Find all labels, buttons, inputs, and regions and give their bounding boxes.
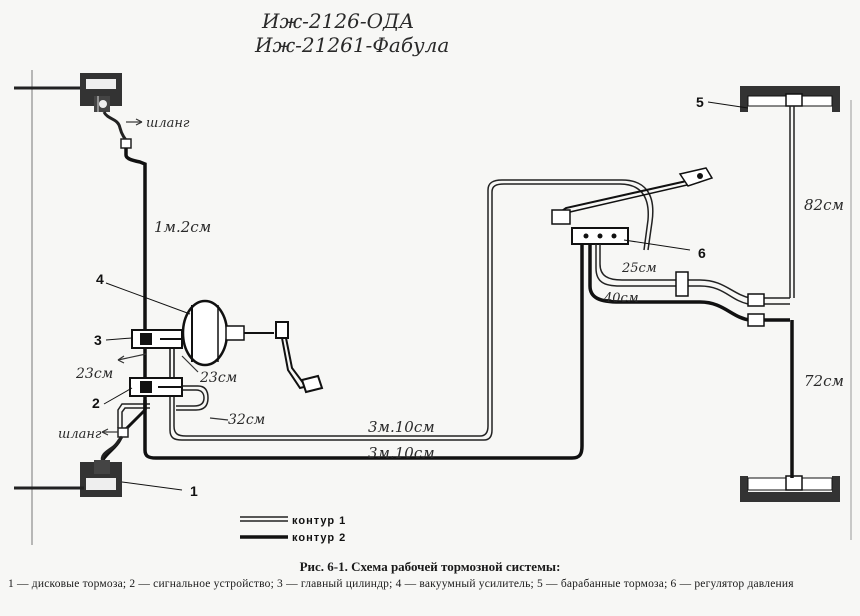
legend-circuit-1-label: контур 1 [292, 515, 346, 527]
pipe-label-long-upper: 3м.10см [368, 418, 435, 436]
callout-1: 1 [121, 481, 198, 499]
svg-text:6: 6 [698, 245, 706, 261]
svg-text:1: 1 [190, 483, 198, 499]
pipe-label-23-mid: 23см [199, 370, 237, 386]
pipe-label-40: 40см [603, 291, 639, 306]
master-to-signal-pipes [143, 348, 175, 410]
handwritten-title-1: Иж-2126-ОДА [261, 9, 414, 33]
signal-device [129, 377, 183, 397]
handwritten-title-2: Иж-21261-Фабула [254, 33, 449, 57]
figure-caption-title: Рис. 6-1. Схема рабочей тормозной систем… [299, 559, 561, 574]
hose-label-bottom: шланг [58, 427, 102, 442]
master-cylinder [131, 329, 183, 349]
svg-text:5: 5 [696, 94, 704, 110]
legend-circuit-2-label: контур 2 [292, 532, 346, 544]
pressure-regulator [551, 167, 714, 245]
circuit-2-pipe-front-top [124, 148, 147, 330]
callout-4: 4 [96, 271, 191, 315]
svg-text:2: 2 [92, 395, 100, 411]
legend-circuit-1: контур 1 [240, 515, 346, 527]
callout-3: 3 [94, 332, 133, 348]
callout-5: 5 [696, 94, 749, 110]
callout-2: 2 [92, 387, 133, 411]
circuit-1-pipes [117, 179, 654, 441]
hose-label-top: шланг [146, 116, 190, 131]
rear-drum-brake-bottom [740, 475, 840, 502]
pipe-label-82: 82см [804, 196, 844, 214]
pipe-label-72: 72см [804, 372, 844, 390]
legend-circuit-2: контур 2 [240, 532, 346, 544]
front-disc-brake-top [14, 73, 122, 112]
pipe-label-long-lower: 3м.10см [368, 444, 435, 462]
rear-vertical-pipes [789, 106, 795, 478]
rear-circuit-pipes [588, 244, 790, 327]
svg-text:4: 4 [96, 271, 104, 287]
callout-6: 6 [623, 239, 706, 261]
circuit-2-pipe-long [143, 238, 584, 460]
vacuum-booster [181, 299, 274, 367]
pipe-label-top-left: 1м.2см [154, 218, 211, 236]
pipe-label-32: 32см [228, 412, 265, 428]
pipe-label-25: 25см [621, 261, 657, 276]
brake-pedal [275, 321, 324, 394]
figure-caption-description: 1 — дисковые тормоза; 2 — сигнальное уст… [8, 578, 794, 590]
svg-text:3: 3 [94, 332, 102, 348]
front-disc-brake-bottom [14, 427, 129, 497]
pipe-label-23-left: 23см [75, 366, 113, 382]
